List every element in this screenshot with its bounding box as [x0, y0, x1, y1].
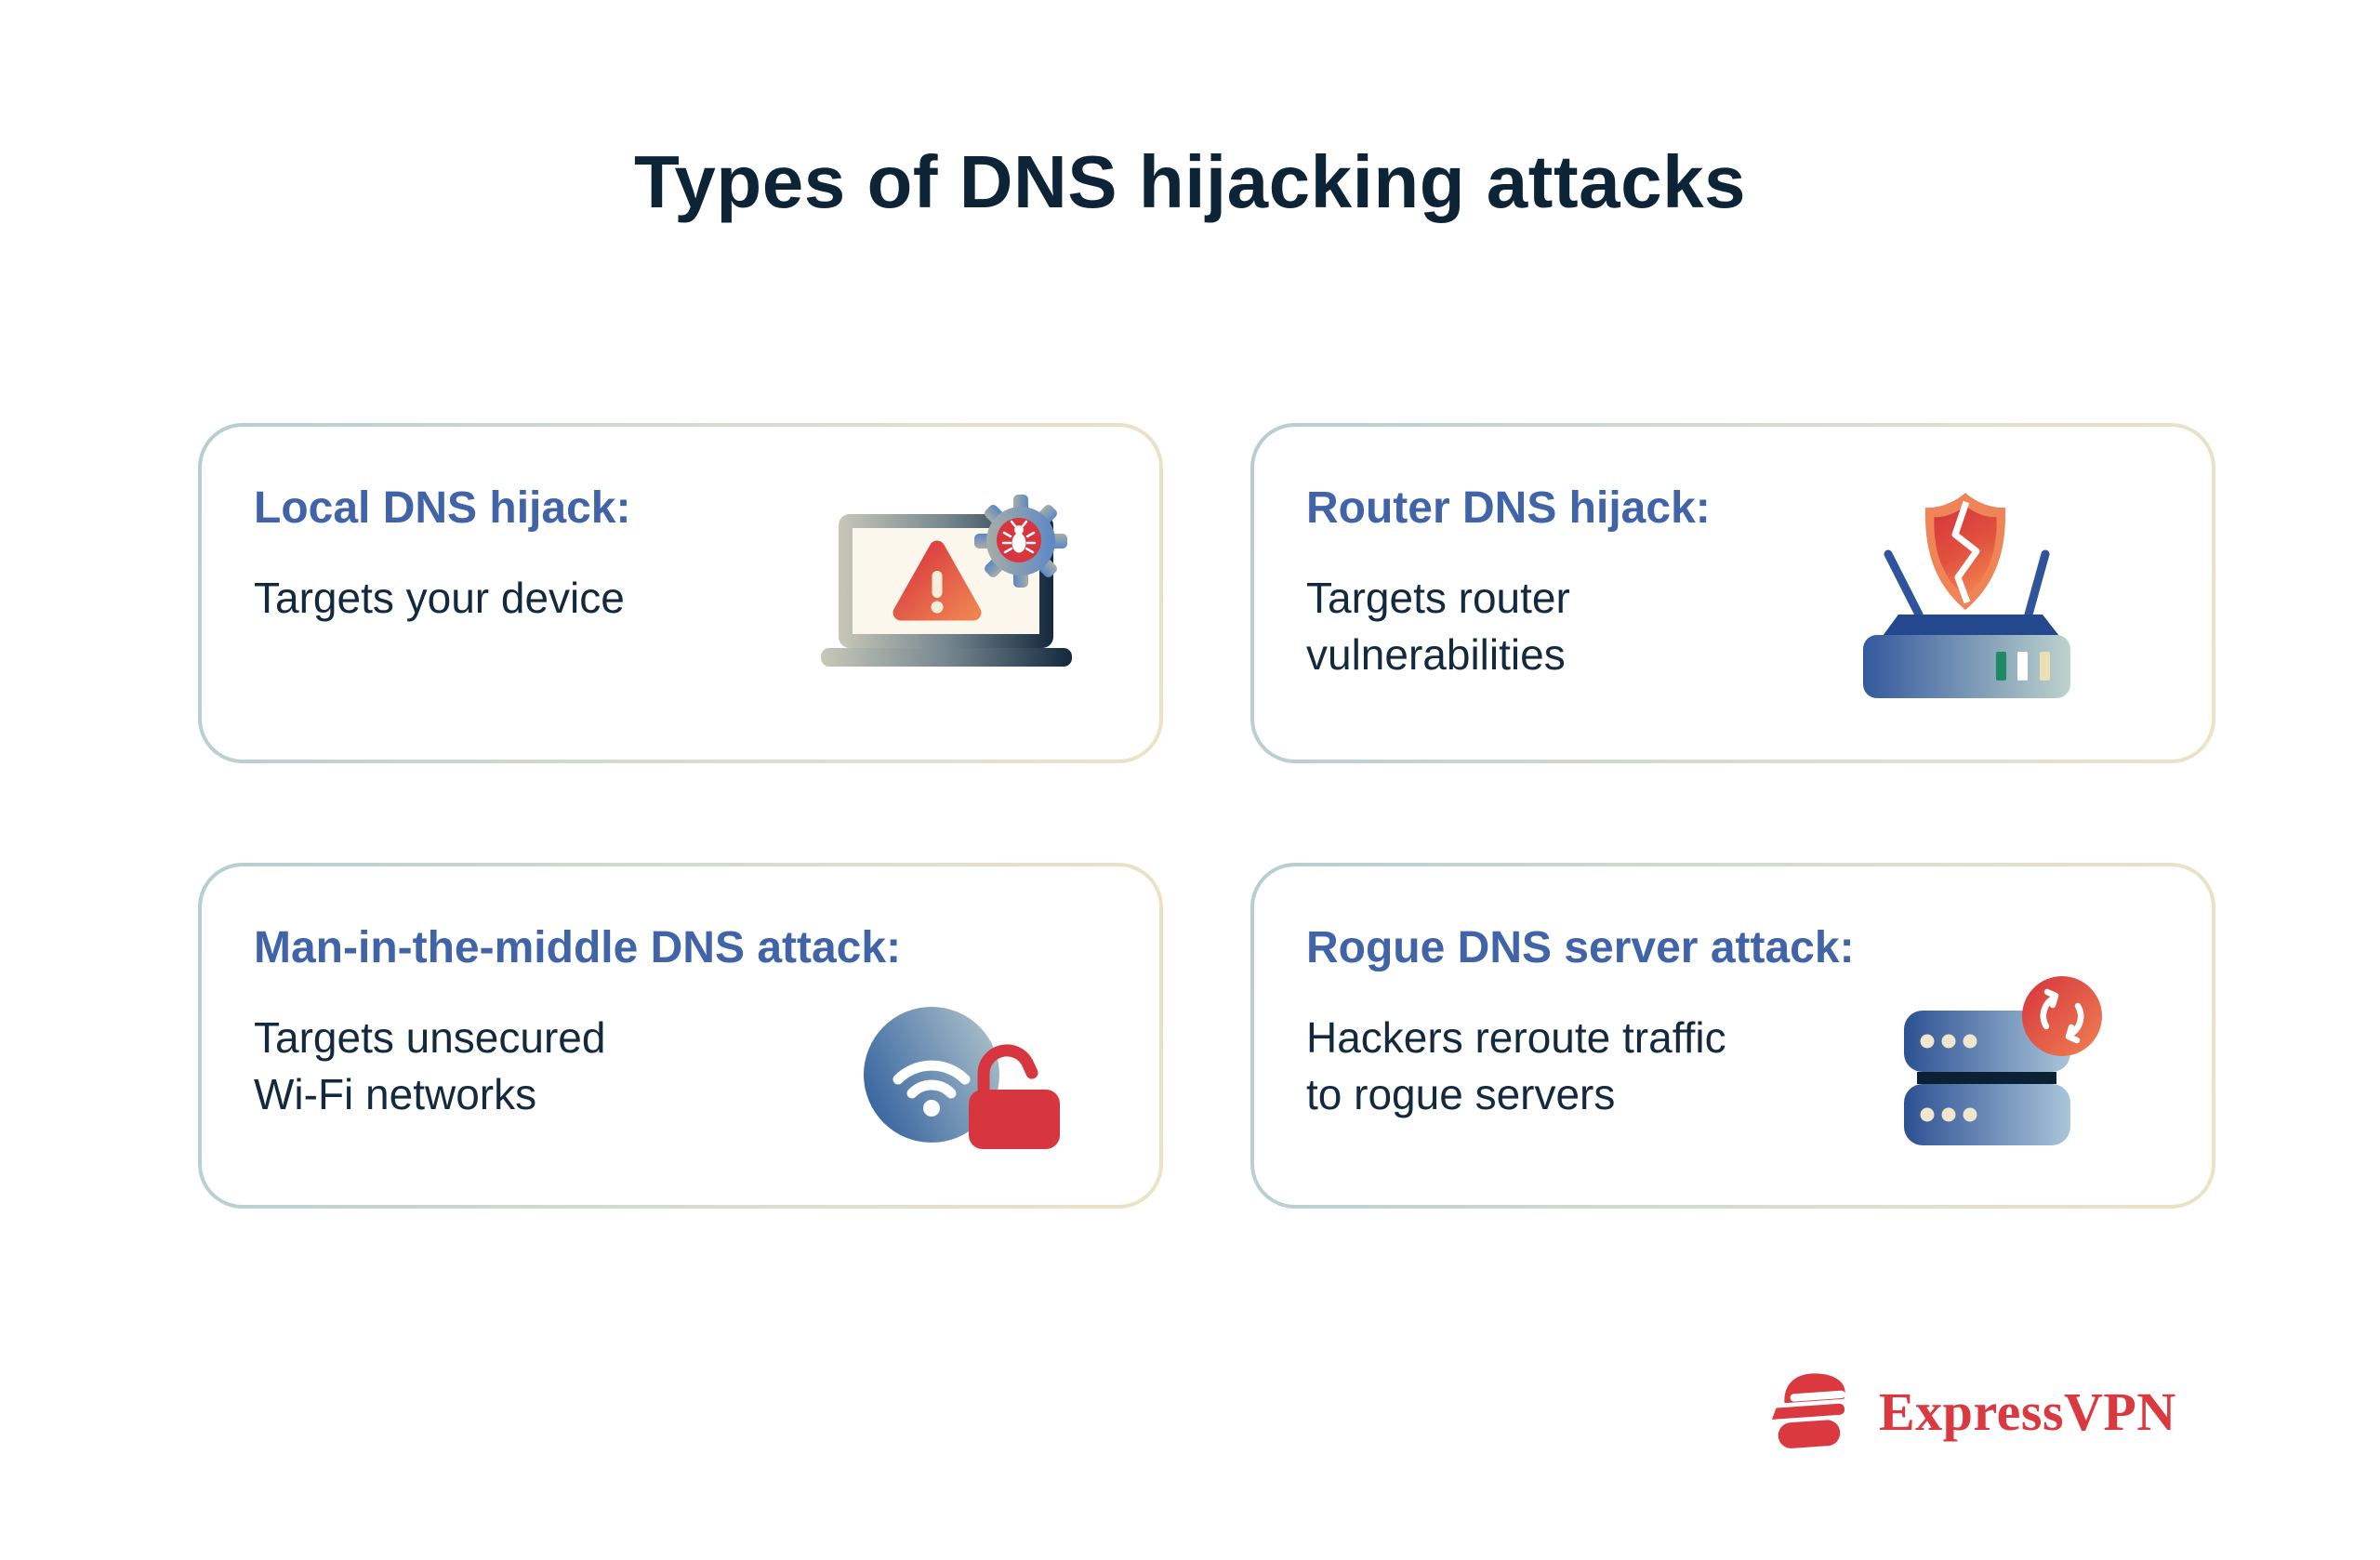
server-reroute-icon [1904, 976, 2109, 1156]
card-router-dns-hijack: Router DNS hijack: Targets router vulner… [1250, 423, 2215, 763]
wifi-unlocked-icon [864, 1006, 1062, 1150]
card-heading: Router DNS hijack: [1306, 483, 1711, 533]
card-heading: Rogue DNS server attack: [1306, 923, 1855, 972]
cards-grid: Local DNS hijack: Targets your device [198, 423, 2215, 1209]
bug-icon [1001, 520, 1037, 554]
card-body: Targets unsecured Wi-Fi networks [254, 1013, 606, 1118]
card-local-dns-hijack: Local DNS hijack: Targets your device [198, 423, 1163, 763]
expressvpn-wordmark: ExpressVPN [1879, 1381, 2176, 1442]
card-body: Targets router vulnerabilities [1306, 574, 1570, 679]
brand-footer: ExpressVPN [1769, 1370, 2176, 1452]
card-mitm-dns-attack: Man-in-the-middle DNS attack: Targets un… [198, 863, 1163, 1209]
laptop-malware-icon [821, 495, 1072, 667]
card-body: Hackers reroute traffic to rogue servers [1306, 1013, 1726, 1118]
card-rogue-dns-server: Rogue DNS server attack: Hackers reroute… [1250, 863, 2215, 1209]
page-title: Types of DNS hijacking attacks [633, 140, 1747, 223]
router-shield-icon [1863, 491, 2071, 699]
card-heading: Local DNS hijack: [254, 483, 631, 533]
sync-arrows-icon [2040, 988, 2084, 1044]
card-body: Targets your device [254, 574, 625, 622]
card-heading: Man-in-the-middle DNS attack: [254, 923, 902, 972]
expressvpn-logo-icon [1769, 1370, 1851, 1452]
